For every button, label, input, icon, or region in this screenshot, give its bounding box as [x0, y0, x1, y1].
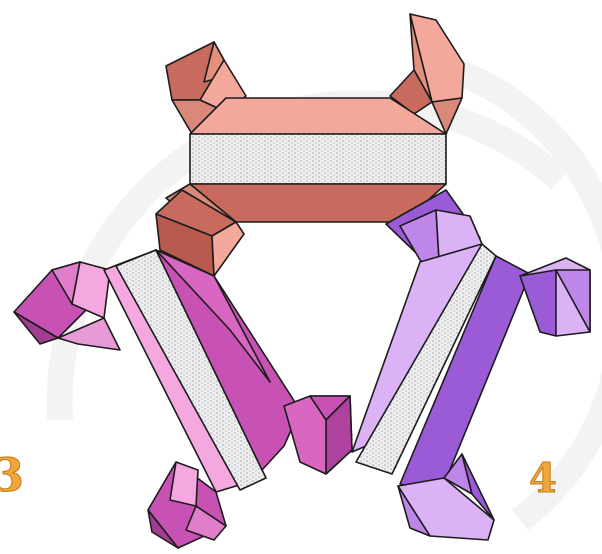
top-unit: [166, 14, 464, 236]
unit-number-label-right: 4: [529, 456, 557, 502]
top-band: [190, 134, 446, 184]
left-upper-claw: [14, 262, 120, 350]
right-upper-claw: [520, 258, 590, 336]
unit-number-label-left: 3: [0, 452, 24, 498]
